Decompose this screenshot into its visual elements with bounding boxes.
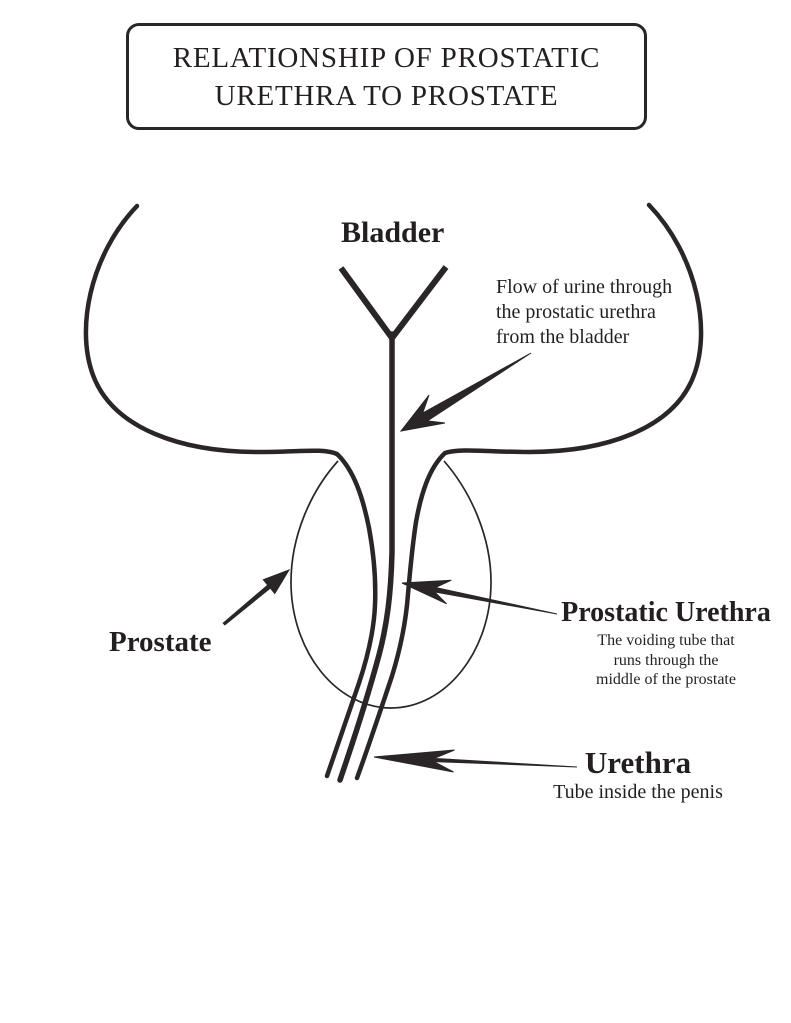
- urethra-label-block: Urethra Tube inside the penis: [528, 746, 748, 804]
- flow-note-line-1: Flow of urine through: [496, 276, 673, 298]
- flow-of-urine-note: Flow of urine through the prostatic uret…: [496, 275, 672, 350]
- urethra-description: Tube inside the penis: [553, 781, 723, 803]
- prostate-arrow: [222, 569, 291, 626]
- prostatic-urethra-label: Prostatic Urethra: [561, 597, 771, 628]
- flow-note-line-3: from the bladder: [496, 326, 630, 348]
- bladder-outline-left-urethra-wall: [83, 203, 378, 779]
- urethra-center-line: [337, 331, 395, 783]
- prostatic-urethra-desc-line-3: middle of the prostate: [596, 671, 736, 688]
- prostatic-urethra-desc-line-1: The voiding tube that: [597, 632, 735, 649]
- title-box: RELATIONSHIP OF PROSTATIC URETHRA TO PRO…: [126, 23, 647, 130]
- prostate-ellipse: [290, 460, 492, 709]
- title-line-1: RELATIONSHIP OF PROSTATIC: [172, 41, 601, 74]
- bladder-outline-right-urethra-wall: [354, 202, 704, 781]
- urethra-arrow: [373, 749, 578, 773]
- prostatic-urethra-label-block: Prostatic Urethra The voiding tube that …: [556, 598, 776, 690]
- title-line-2: URETHRA TO PROSTATE: [214, 79, 559, 112]
- prostatic-urethra-arrow: [401, 579, 558, 615]
- prostate-label: Prostate: [109, 626, 212, 658]
- urethra-label: Urethra: [584, 745, 692, 780]
- flow-note-line-2: the prostatic urethra: [496, 301, 656, 323]
- flow-of-urine-arrow: [399, 352, 532, 432]
- bladder-label: Bladder: [341, 216, 445, 249]
- prostatic-urethra-desc-line-2: runs through the: [613, 651, 719, 669]
- prostatic-urethra-description: The voiding tube that runs through the m…: [556, 631, 776, 690]
- bladder-neck-y-lines: [338, 265, 449, 340]
